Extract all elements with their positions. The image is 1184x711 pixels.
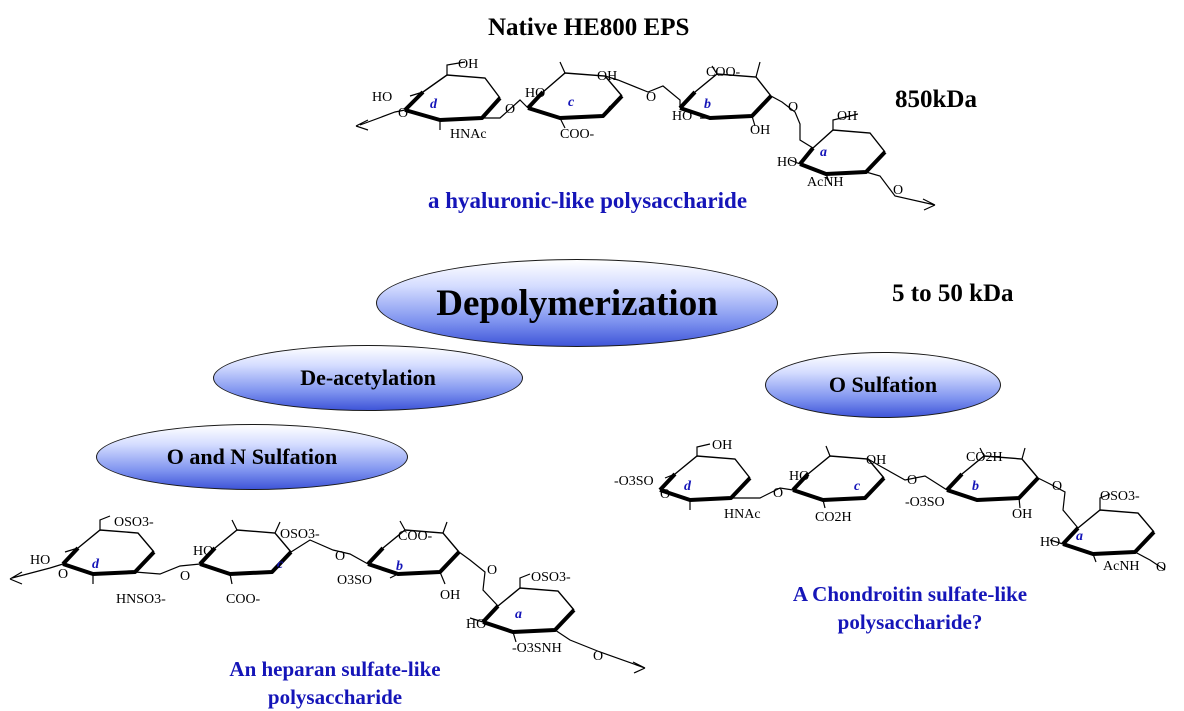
atom-label: c (854, 479, 861, 494)
native-atom-label: O (505, 102, 515, 117)
native-atom-label: O (398, 106, 408, 121)
atom-label: OH (712, 438, 732, 453)
depolymerization-ellipse: Depolymerization (376, 259, 778, 347)
atom-label: O (487, 563, 497, 578)
chondroitin-ring-c: c (791, 455, 886, 502)
chondroitin-ring-b: b (945, 455, 1040, 502)
atom-label: -O3SNH (512, 641, 562, 656)
atom-label: OSO3- (531, 570, 571, 585)
atom-label: a (515, 607, 522, 622)
atom-label: COO- (226, 592, 261, 607)
atom-label: O (1052, 479, 1062, 494)
atom-label: OH (440, 588, 460, 603)
native-atom-label: O (788, 100, 798, 115)
native-ring-d: d (403, 74, 502, 122)
atom-label: O (180, 569, 190, 584)
heparan-ring-d: d (61, 529, 156, 576)
o-sulfation-label: O Sulfation (828, 372, 938, 397)
chondroitin-caption-line-2: polysaccharide? (837, 610, 983, 634)
atom-label: OH (1012, 507, 1032, 522)
atom-label: OSO3- (114, 515, 154, 530)
atom-label: c (277, 557, 284, 572)
atom-label: O (593, 649, 603, 664)
atom-label: HO (193, 544, 213, 559)
atom-label: O3SO (337, 573, 372, 588)
native-atom-label: HO (372, 90, 392, 105)
native-atom-label: O (646, 90, 656, 105)
atom-label: CO2H (815, 510, 852, 525)
o-sulfation-ellipse: O Sulfation (765, 352, 1001, 418)
atom-label: OSO3- (280, 527, 320, 542)
native-ring-b: b (678, 73, 773, 120)
native-atom-label: OH (458, 57, 478, 72)
atom-label: HO (466, 617, 486, 632)
deacetylation-label: De-acetylation (300, 365, 436, 390)
native-ring-letter-c: c (568, 95, 575, 110)
depolymerization-mw-label: 5 to 50 kDa (892, 280, 1014, 307)
heparan-caption: An heparan sulfate-like polysaccharide (170, 655, 500, 711)
chondroitin-ring-a: a (1061, 509, 1156, 556)
native-atom-label: HO (525, 86, 545, 101)
depolymerization-label: Depolymerization (436, 282, 718, 324)
atom-label: a (1076, 529, 1083, 544)
atom-label: HO (789, 469, 809, 484)
heparan-ring-c: c (198, 529, 293, 576)
atom-label: O (907, 473, 917, 488)
atom-label: CO2H (966, 450, 1003, 465)
atom-label: O (58, 567, 68, 582)
atom-label: -O3SO (614, 474, 654, 489)
atom-label: HO (1040, 535, 1060, 550)
native-atom-label: O (893, 183, 903, 198)
atom-label: O (660, 487, 670, 502)
native-caption: a hyaluronic-like polysaccharide (428, 188, 748, 213)
diagram-title: Native HE800 EPS (488, 14, 690, 41)
atom-label: HNSO3- (116, 592, 166, 607)
native-atom-label: HO (777, 155, 797, 170)
native-ring-c: c (526, 72, 624, 120)
chondroitin-caption: A Chondroitin sulfate-like polysaccharid… (760, 580, 1060, 636)
atom-label: O (773, 486, 783, 501)
native-atom-label: COO- (560, 127, 595, 142)
on-sulfation-ellipse: O and N Sulfation (96, 424, 408, 490)
atom-label: OSO3- (1100, 489, 1140, 504)
atom-label: -O3SO (905, 495, 945, 510)
atom-label: AcNH (1103, 559, 1140, 574)
native-atom-label: OH (837, 109, 857, 124)
native-ring-letter-b: b (704, 97, 711, 112)
chondroitin-ring-d: d (658, 455, 752, 502)
deacetylation-ellipse: De-acetylation (213, 345, 523, 411)
native-ring-a: a (798, 129, 887, 176)
heparan-caption-line-1: An heparan sulfate-like (229, 657, 441, 681)
heparan-ring-b: b (366, 529, 461, 576)
atom-label: O (1156, 560, 1166, 575)
atom-label: d (92, 557, 100, 572)
native-atom-label: AcNH (807, 175, 844, 190)
native-atom-label: HO (672, 109, 692, 124)
atom-label: b (396, 559, 403, 574)
chondroitin-caption-line-1: A Chondroitin sulfate-like (792, 582, 1028, 606)
heparan-ring-a: a (481, 587, 576, 634)
atom-label: O (335, 549, 345, 564)
on-sulfation-label: O and N Sulfation (166, 444, 338, 469)
atom-label: HO (30, 553, 50, 568)
native-atom-label: OH (597, 69, 617, 84)
atom-label: b (972, 479, 979, 494)
native-atom-label: HNAc (450, 127, 487, 142)
atom-label: OH (866, 453, 886, 468)
atom-label: d (684, 479, 692, 494)
native-mw-label: 850kDa (895, 86, 977, 113)
native-atom-label: COO- (706, 65, 741, 80)
heparan-caption-line-2: polysaccharide (267, 685, 403, 709)
native-ring-letter-a: a (820, 145, 827, 160)
atom-label: HNAc (724, 507, 761, 522)
native-ring-letter-d: d (430, 97, 438, 112)
atom-label: COO- (398, 529, 433, 544)
native-atom-label: OH (750, 123, 770, 138)
